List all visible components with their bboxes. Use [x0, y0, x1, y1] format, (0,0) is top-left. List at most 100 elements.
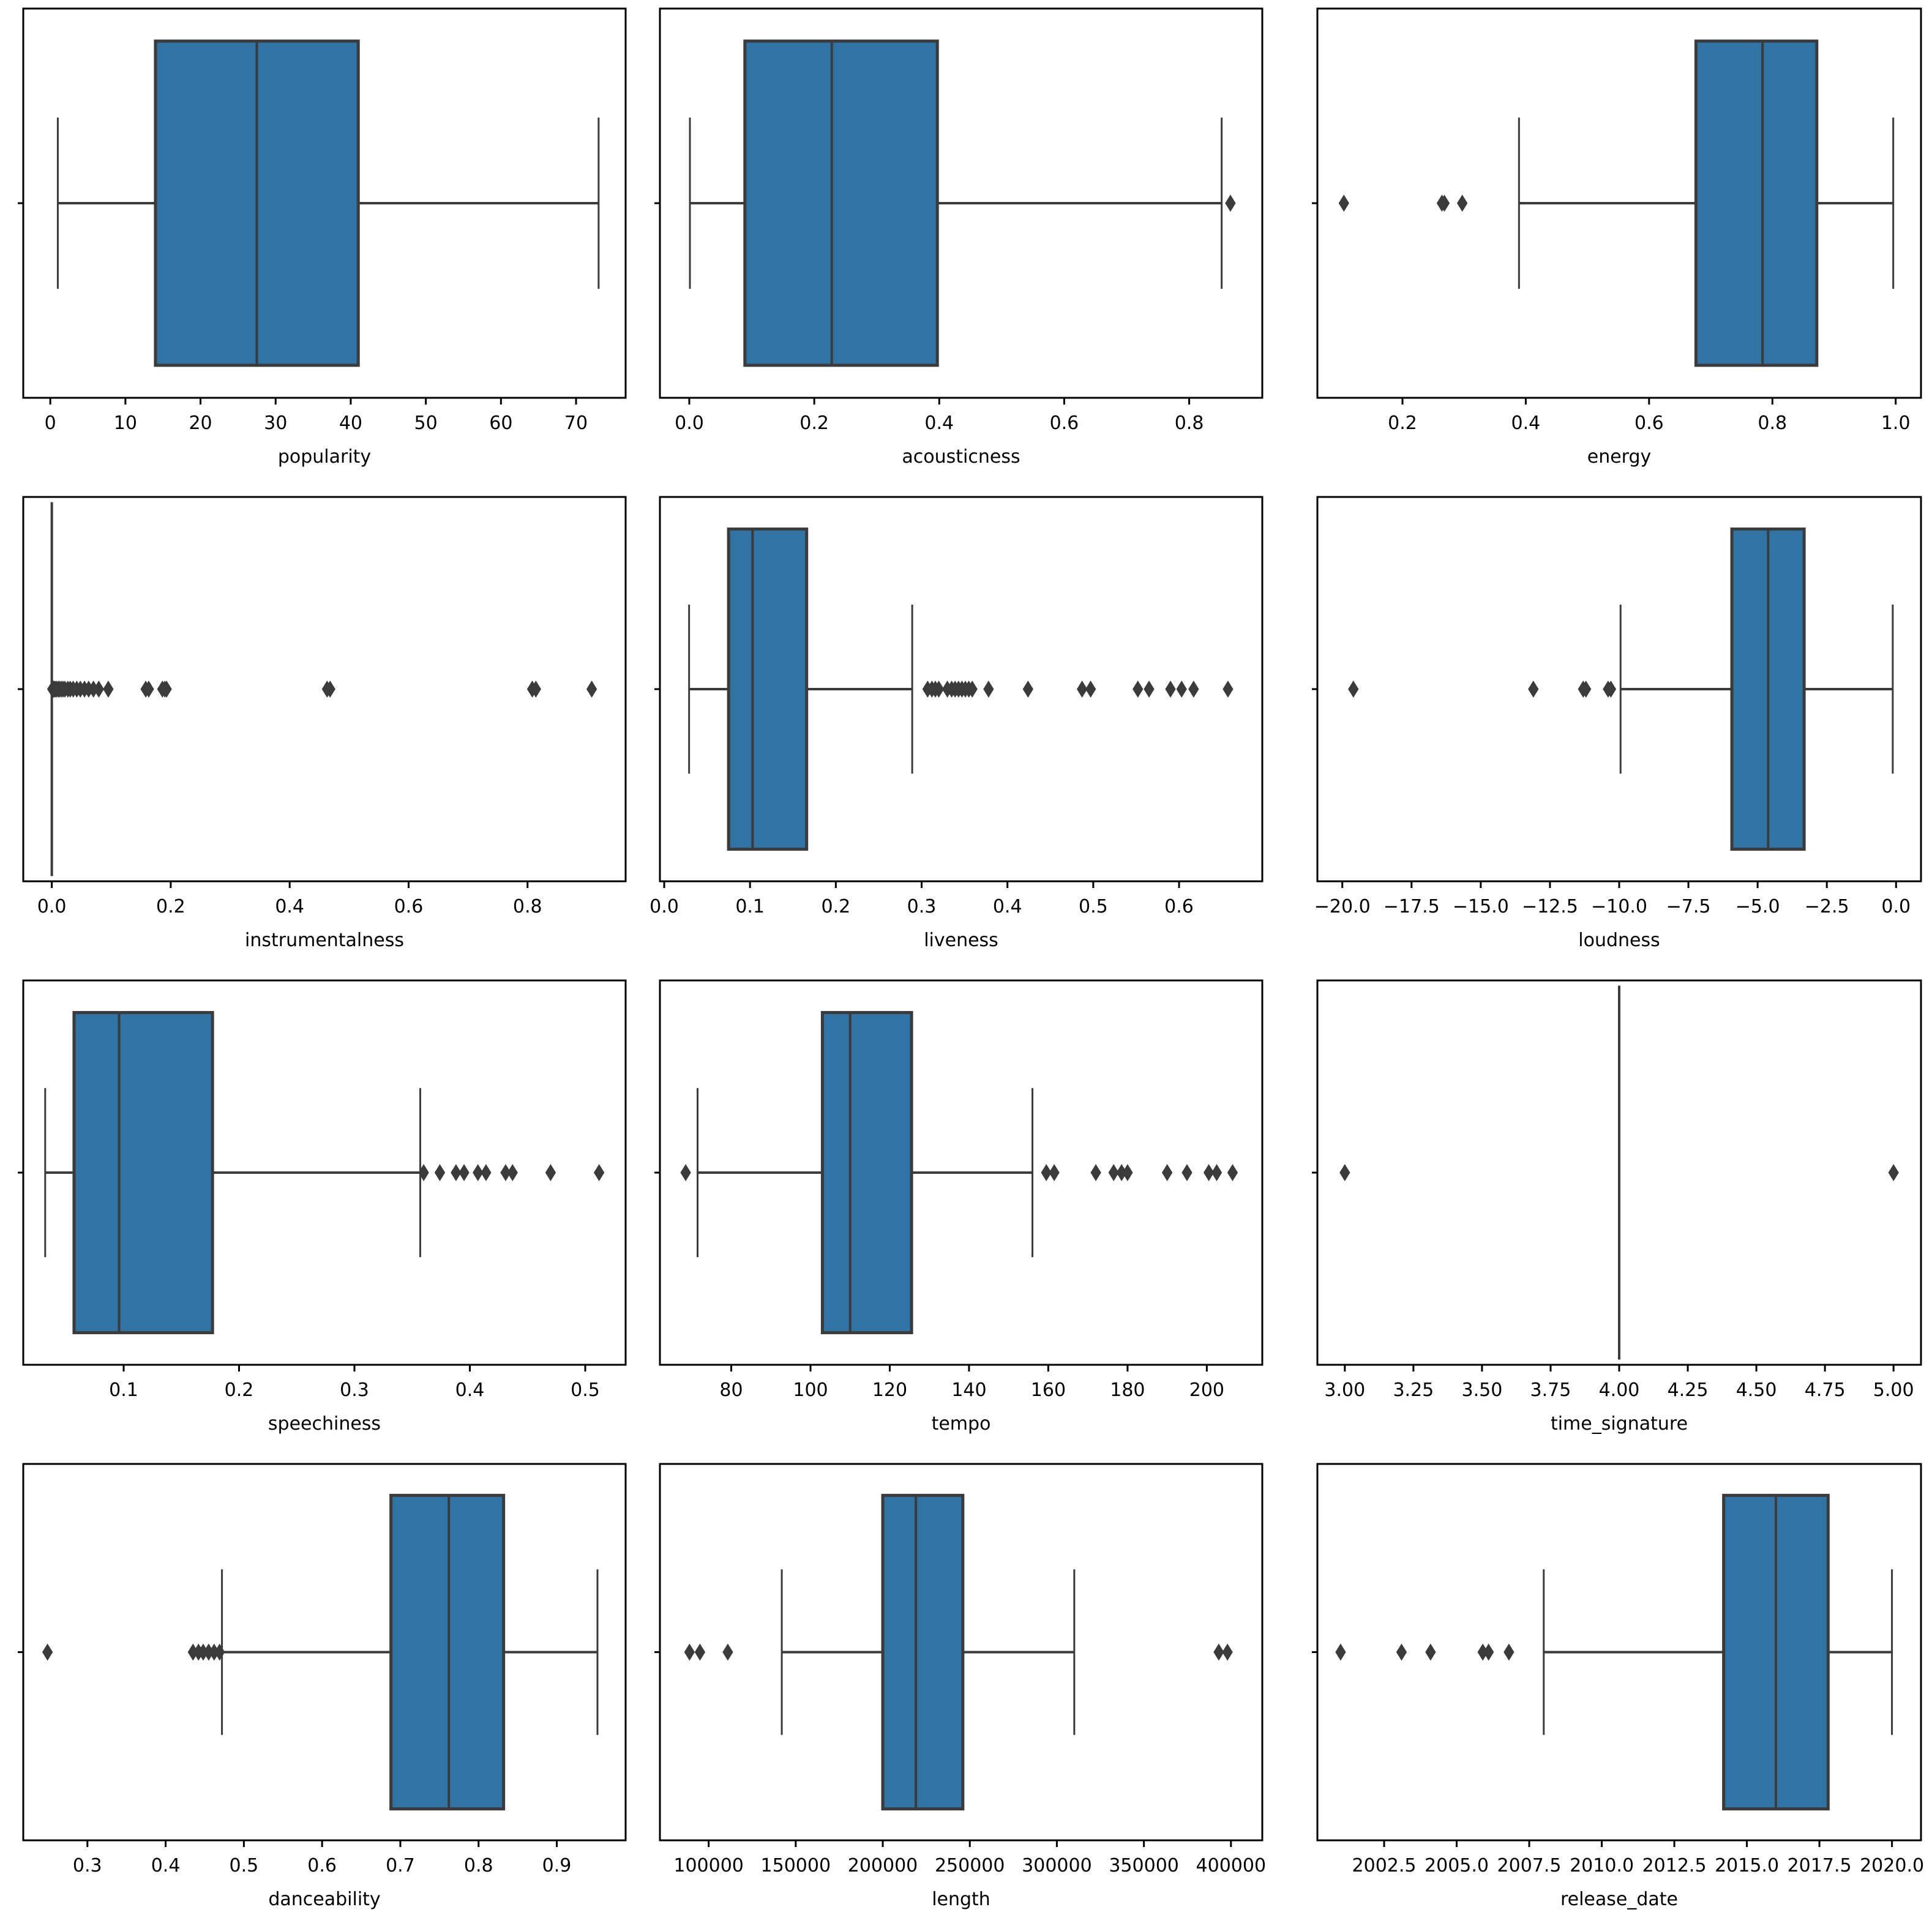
boxplot-panel-speechiness: 0.1 0.2 0.3 0.4 0.5 speechiness [0, 967, 637, 1450]
x-tick-label: 0.0 [37, 896, 67, 917]
x-tick-label: −2.5 [1805, 896, 1849, 917]
x-tick-label: 120 [872, 1379, 907, 1401]
x-tick-label: 0.4 [151, 1855, 181, 1876]
x-tick-label: 0.2 [821, 896, 850, 917]
x-tick-label: 0.7 [386, 1855, 415, 1876]
x-tick-label: 0.8 [513, 896, 542, 917]
x-tick-label: 0.6 [394, 896, 424, 917]
x-tick-label: 2007.5 [1497, 1855, 1562, 1876]
x-tick-label: 70 [564, 412, 588, 434]
x-tick-label: 0.4 [1511, 412, 1541, 434]
x-tick-label: 0.4 [993, 896, 1022, 917]
x-tick-label: 1.0 [1881, 412, 1911, 434]
x-tick-label: 0.3 [340, 1379, 369, 1401]
x-tick-label: 4.75 [1805, 1379, 1846, 1401]
x-axis-label: speechiness [268, 1413, 381, 1435]
x-tick-label: 3.25 [1393, 1379, 1434, 1401]
x-tick-label: 0.5 [230, 1855, 259, 1876]
x-tick-label: 0.9 [542, 1855, 572, 1876]
x-axis-label: liveness [924, 930, 998, 951]
boxplot-panel-acousticness: 0.0 0.2 0.4 0.6 0.8 acousticness [637, 0, 1273, 483]
x-tick-label: 0.1 [735, 896, 765, 917]
x-tick-label: 0 [45, 412, 56, 434]
x-tick-label: 0.2 [799, 412, 829, 434]
x-tick-label: 3.00 [1324, 1379, 1365, 1401]
x-tick-label: 0.2 [156, 896, 185, 917]
x-tick-label: 0.2 [225, 1379, 254, 1401]
x-tick-label: 0.3 [73, 1855, 102, 1876]
x-tick-label: 0.8 [464, 1855, 493, 1876]
x-tick-label: 2012.5 [1642, 1855, 1707, 1876]
x-tick-label: 0.0 [650, 896, 679, 917]
boxplot-panel-length: 100000 150000 200000 250000 300000 350000 4000… [637, 1450, 1273, 1926]
x-tick-label: 20 [189, 412, 212, 434]
x-tick-label: 0.6 [1164, 896, 1194, 917]
x-tick-label: −10.0 [1591, 896, 1647, 917]
x-tick-label: 0.6 [1050, 412, 1079, 434]
x-tick-label: 0.6 [1634, 412, 1664, 434]
x-tick-label: 0.4 [924, 412, 954, 434]
boxplot-panel-popularity: 0 10 20 30 40 50 60 70 popularity [0, 0, 637, 483]
x-tick-label: 0.0 [1881, 896, 1911, 917]
x-tick-label: 30 [264, 412, 287, 434]
x-tick-label: 0.8 [1175, 412, 1204, 434]
x-tick-label: 350000 [1109, 1855, 1179, 1876]
x-tick-label: 2005.0 [1425, 1855, 1489, 1876]
x-tick-label: 0.4 [455, 1379, 485, 1401]
x-axis-label: length [932, 1889, 990, 1910]
x-tick-label: 2015.0 [1715, 1855, 1779, 1876]
x-axis-label: energy [1587, 446, 1652, 468]
x-tick-label: 0.6 [307, 1855, 337, 1876]
x-tick-label: 300000 [1022, 1855, 1092, 1876]
x-tick-label: 400000 [1196, 1855, 1267, 1876]
x-tick-label: 4.25 [1668, 1379, 1709, 1401]
x-tick-label: 10 [114, 412, 137, 434]
x-tick-label: 100 [793, 1379, 828, 1401]
boxplot-panel-energy: 0.2 0.4 0.6 0.8 1.0 energy [1273, 0, 1932, 483]
x-tick-label: 60 [489, 412, 512, 434]
x-tick-label: 0.5 [571, 1379, 600, 1401]
x-tick-label: 0.4 [275, 896, 304, 917]
x-tick-label: 200 [1189, 1379, 1224, 1401]
x-tick-label: 140 [951, 1379, 986, 1401]
x-tick-label: 0.8 [1758, 412, 1787, 434]
x-tick-label: 2010.0 [1570, 1855, 1634, 1876]
x-axis-label: instrumentalness [245, 930, 404, 951]
x-tick-label: −17.5 [1383, 896, 1440, 917]
x-tick-label: −12.5 [1522, 896, 1578, 917]
x-tick-label: 5.00 [1873, 1379, 1914, 1401]
x-axis-label: popularity [278, 446, 371, 468]
x-axis-label: loudness [1578, 930, 1660, 951]
x-axis-label: release_date [1560, 1889, 1678, 1910]
x-tick-label: 4.50 [1736, 1379, 1777, 1401]
x-tick-label: 0.0 [675, 412, 704, 434]
x-tick-label: 250000 [935, 1855, 1005, 1876]
x-tick-label: 180 [1110, 1379, 1145, 1401]
x-tick-label: 50 [414, 412, 438, 434]
x-tick-label: −7.5 [1666, 896, 1711, 917]
x-tick-label: 200000 [848, 1855, 918, 1876]
x-tick-label: 150000 [761, 1855, 831, 1876]
x-axis-label: acousticness [902, 446, 1020, 468]
boxplot-panel-instrumentalness: 0.0 0.2 0.4 0.6 0.8 instrumentalness [0, 483, 637, 967]
x-tick-label: 2017.5 [1788, 1855, 1852, 1876]
x-tick-label: −5.0 [1735, 896, 1780, 917]
x-tick-label: 160 [1031, 1379, 1066, 1401]
x-tick-label: 0.2 [1388, 412, 1417, 434]
x-tick-label: 0.1 [109, 1379, 138, 1401]
x-tick-label: 3.75 [1530, 1379, 1571, 1401]
x-tick-label: 4.00 [1599, 1379, 1640, 1401]
x-tick-label: 0.3 [907, 896, 937, 917]
x-axis-label: time_signature [1551, 1413, 1688, 1435]
x-tick-label: 80 [719, 1379, 743, 1401]
x-tick-label: 100000 [673, 1855, 744, 1876]
x-axis-label: danceability [268, 1889, 380, 1910]
boxplot-panel-danceability: 0.3 0.4 0.5 0.6 0.7 0.8 0.9 danceability [0, 1450, 637, 1926]
x-tick-label: 40 [339, 412, 362, 434]
